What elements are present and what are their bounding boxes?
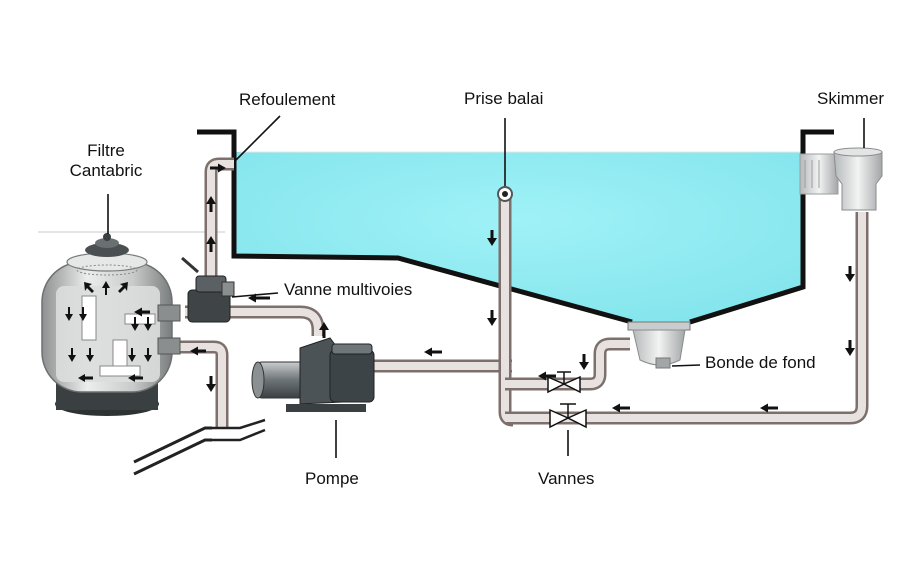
label-skimmer: Skimmer	[817, 89, 885, 108]
multiport-valve	[181, 256, 235, 323]
pump	[251, 337, 375, 412]
pool-water	[234, 152, 803, 322]
label-filtre-line2: Cantabric	[69, 161, 143, 180]
return-pipe	[204, 157, 234, 290]
label-pompe: Pompe	[305, 469, 359, 488]
label-filtre-line1: Filtre	[87, 141, 125, 160]
leader-lines	[107, 115, 865, 458]
sand-filter	[41, 233, 181, 416]
label-refoulement: Refoulement	[239, 90, 336, 109]
label-filtre: Filtre Cantabric	[58, 141, 154, 181]
label-vannes: Vannes	[538, 469, 595, 488]
valve-upper	[547, 371, 581, 394]
bottom-drain-pipe	[505, 337, 630, 391]
flow-arrows	[65, 163, 855, 413]
label-prise-balai: Prise balai	[464, 89, 544, 108]
vacuum-inlet	[497, 186, 513, 202]
label-vanne-multivoies: Vanne multivoies	[284, 280, 413, 299]
skimmer	[799, 147, 883, 211]
bottom-drain	[627, 321, 691, 369]
skimmer-pipe	[505, 212, 869, 425]
waste-pipe	[133, 340, 266, 476]
valve-to-pump-pipe	[185, 305, 325, 337]
valve-lower	[549, 403, 587, 429]
pool-wall	[197, 129, 834, 325]
label-bonde-de-fond: Bonde de fond	[705, 353, 816, 372]
